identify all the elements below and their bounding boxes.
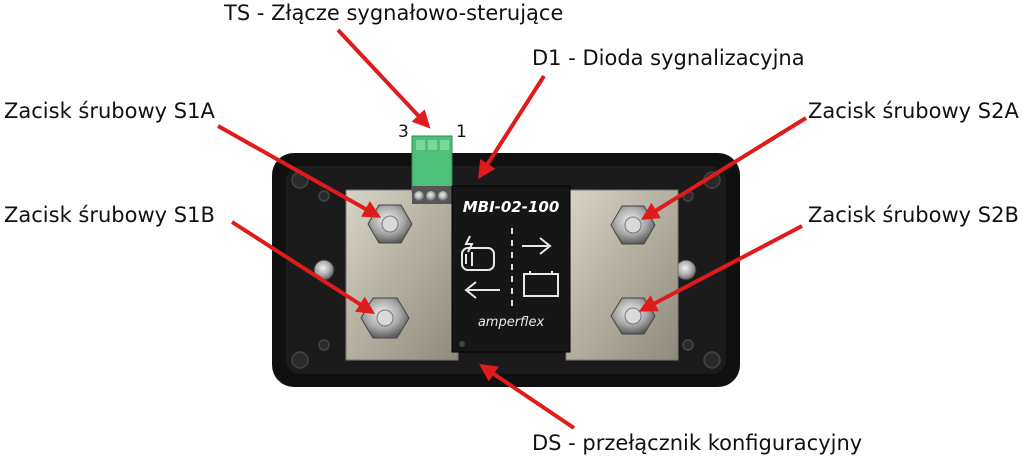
module-brand-logo: amperflex (477, 315, 545, 330)
label-s1b: Zacisk śrubowy S1B (4, 203, 215, 227)
signal-connector (411, 135, 453, 204)
label-ds: DS - przełącznik konfiguracyjny (532, 431, 863, 455)
arrow-left-icon (464, 281, 500, 299)
label-d1: D1 - Dioda sygnalizacyjna (532, 46, 805, 70)
arrow-s1a (217, 124, 382, 218)
arrow-right-icon (522, 237, 552, 255)
arrow-ds (479, 363, 576, 430)
module-panel (451, 185, 571, 353)
battery-icon (523, 271, 559, 297)
label-s2b: Zacisk śrubowy S2B (808, 203, 1019, 227)
arrow-d1 (478, 74, 546, 180)
module-model-label: MBI-02-100 (462, 198, 560, 216)
arrow-s1b (230, 220, 376, 314)
connector-pin-1: 1 (456, 122, 467, 142)
arrow-s2a (640, 116, 808, 220)
callout-arrows (217, 28, 808, 430)
arrow-s2b (638, 224, 803, 312)
arrow-ts (336, 28, 431, 129)
signal-led (459, 341, 465, 347)
connector-pin-3: 3 (398, 122, 409, 142)
label-ts: TS - Złącze sygnałowo-sterujące (224, 1, 564, 25)
label-s1a: Zacisk śrubowy S1A (4, 99, 215, 123)
alternator-icon (461, 235, 495, 271)
label-s2a: Zacisk śrubowy S2A (808, 99, 1019, 123)
